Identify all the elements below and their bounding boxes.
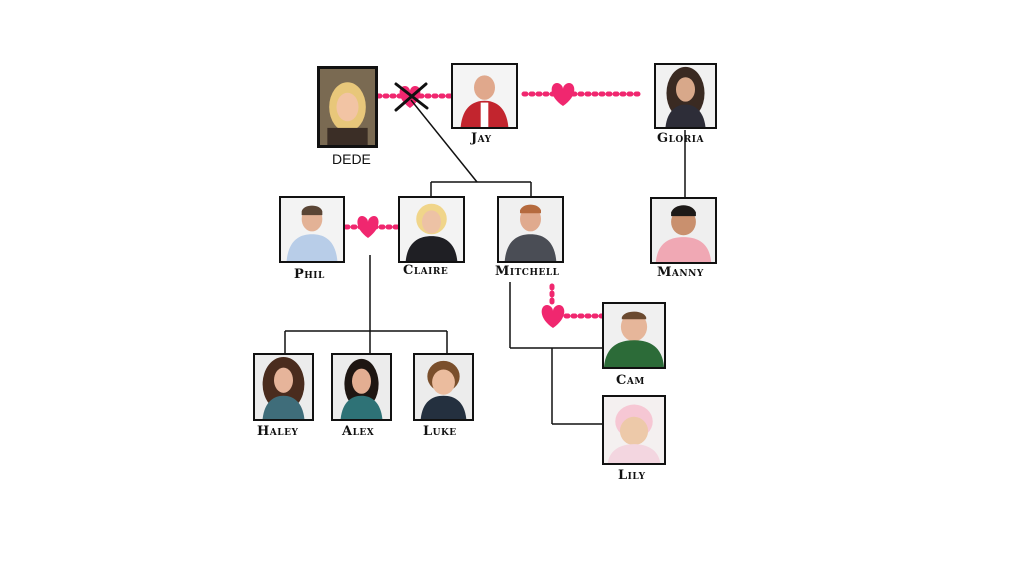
claire-name: Claire: [403, 263, 449, 278]
mitchell-cam-relationship: [541, 283, 605, 328]
dede-photo: [317, 66, 378, 148]
manny-photo: [650, 197, 717, 264]
luke-photo: [413, 353, 474, 421]
lily-name: Lily: [618, 468, 646, 483]
gloria-name: Gloria: [657, 131, 704, 146]
dede-name: DEDE: [332, 151, 371, 167]
dede-jay-relationship: [375, 82, 454, 112]
mitchell-name: Mitchell: [495, 264, 560, 279]
phil-claire-relationship: [343, 216, 401, 238]
lily-photo: [602, 395, 666, 465]
alex-name: Alex: [342, 424, 375, 439]
claire-photo: [398, 196, 465, 263]
phil-name: Phil: [294, 267, 325, 282]
cross-icon: [394, 82, 429, 112]
jay-photo: [451, 63, 518, 129]
haley-photo: [253, 353, 314, 421]
heart-icon: [357, 216, 379, 238]
mitchell-cam-child-link: [509, 282, 602, 425]
gloria-photo: [654, 63, 717, 129]
jay-gloria-relationship: [521, 83, 646, 106]
alex-photo: [331, 353, 392, 421]
phil-claire-children-link: [284, 255, 448, 355]
heart-icon: [541, 305, 565, 328]
manny-name: Manny: [657, 265, 704, 280]
haley-name: Haley: [257, 424, 299, 439]
phil-photo: [279, 196, 345, 263]
cam-photo: [602, 302, 666, 369]
luke-name: Luke: [423, 424, 457, 439]
jay-name: Jay: [471, 131, 492, 146]
mitchell-photo: [497, 196, 564, 263]
dede-jay-children-link: [410, 99, 532, 197]
heart-icon: [551, 83, 575, 106]
cam-name: Cam: [616, 373, 645, 388]
